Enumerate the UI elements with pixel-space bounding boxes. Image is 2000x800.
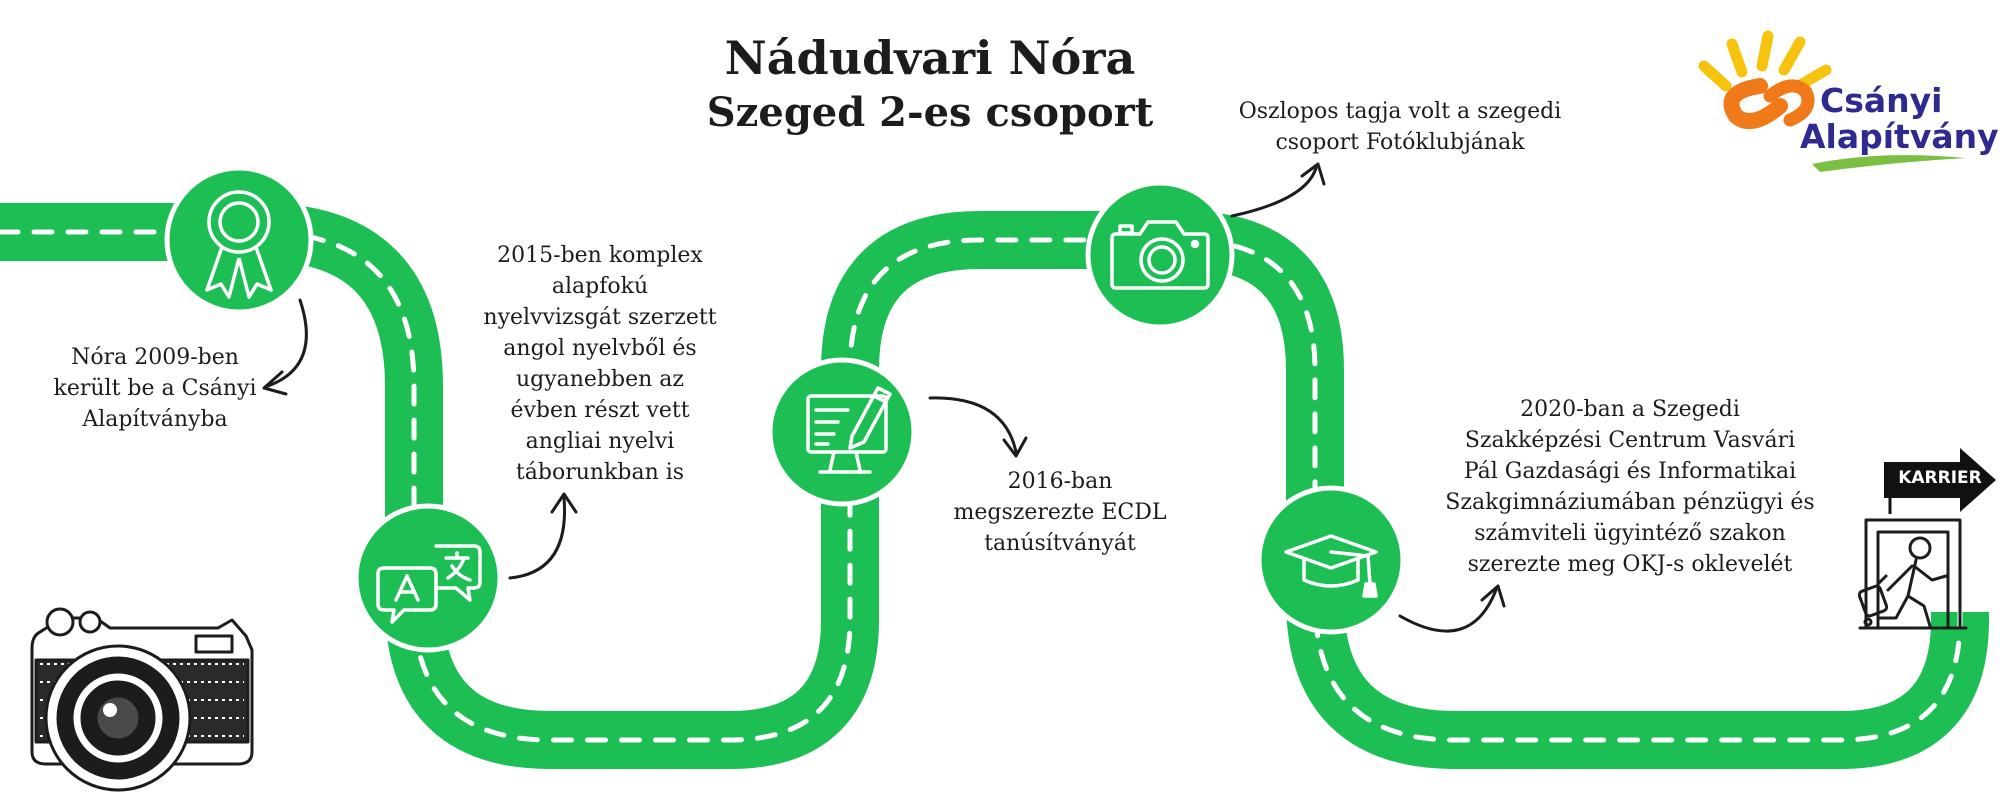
note-line: évben részt vett [510, 398, 690, 423]
award-ribbon-icon [205, 190, 273, 299]
career-label: KARRIER [1898, 468, 1982, 488]
note-line: Nóra 2009-ben [71, 345, 239, 370]
arrow-computer-note [928, 396, 1028, 458]
arrow-graduation-note [1398, 584, 1506, 633]
translate-speech-bubbles-icon [376, 544, 482, 624]
note-line: Oszlopos tagja volt a szegedi [1238, 99, 1562, 124]
career-sign [1884, 448, 1996, 514]
note-camera: Oszlopos tagja volt a szegedi csoport Fo… [1200, 96, 1600, 158]
note-line: Szakgimnáziumában pénzügyi és [1445, 490, 1815, 515]
note-line: került be a Csányi [53, 376, 257, 401]
note-line: Szakképzési Centrum Vasvári [1464, 428, 1796, 453]
note-line: 2020-ban a Szegedi [1520, 397, 1740, 422]
note-line: Pál Gazdasági és Informatikai [1463, 459, 1797, 484]
csanyi-logo-mark [1698, 30, 1966, 172]
note-line: tanúsítványát [984, 531, 1136, 556]
milestone-award [164, 165, 314, 315]
note-language: 2015-ben komplex alapfokú nyelvvizsgát s… [440, 240, 760, 488]
note-line: 2015-ben komplex [497, 243, 703, 268]
arrow-right-icon [1884, 448, 1996, 512]
note-line: megszerezte ECDL [953, 500, 1167, 525]
annotation-arrows [262, 162, 1506, 633]
vintage-camera-icon [30, 607, 254, 792]
page-title: Nádudvari Nóra [724, 31, 1136, 85]
note-graduation: 2020-ban a Szegedi Szakképzési Centrum V… [1420, 394, 1840, 580]
logo-text-line2: Alapítvány [1800, 117, 1999, 156]
logo-text-line1: Csányi [1820, 81, 1943, 120]
computer-pencil-icon [806, 386, 892, 474]
camera-icon [1110, 220, 1210, 290]
note-award: Nóra 2009-ben került be a Csányi Alapítv… [20, 342, 290, 435]
note-line: ugyanebben az [515, 367, 685, 392]
note-line: angol nyelvből és [503, 336, 697, 361]
milestone-graduation [1256, 485, 1406, 635]
arrow-language-note [508, 492, 578, 580]
note-line: csoport Fotóklubjának [1275, 130, 1525, 155]
door-walking-person-icon [1857, 518, 1968, 630]
note-line: 2016-ban [1007, 469, 1113, 494]
note-computer: 2016-ban megszerezte ECDL tanúsítványát [920, 466, 1200, 559]
milestone-computer [767, 357, 917, 507]
page-subtitle: Szeged 2-es csoport [706, 89, 1154, 136]
note-line: táborunkban is [515, 460, 685, 485]
graduation-cap-icon [1284, 534, 1378, 598]
note-line: szerezte meg OKJ-s oklevelét [1467, 552, 1793, 577]
note-line: angliai nyelvi [525, 429, 675, 454]
milestone-camera [1085, 180, 1235, 330]
arrow-award-note [262, 298, 308, 396]
arrow-camera-note [1230, 162, 1326, 218]
note-line: alapfokú [551, 274, 649, 299]
note-line: Alapítványba [82, 407, 228, 432]
note-line: számviteli ügyintéző szakon [1474, 521, 1786, 546]
milestone-language [353, 503, 503, 653]
note-line: nyelvvizsgát szerzett [483, 305, 717, 330]
